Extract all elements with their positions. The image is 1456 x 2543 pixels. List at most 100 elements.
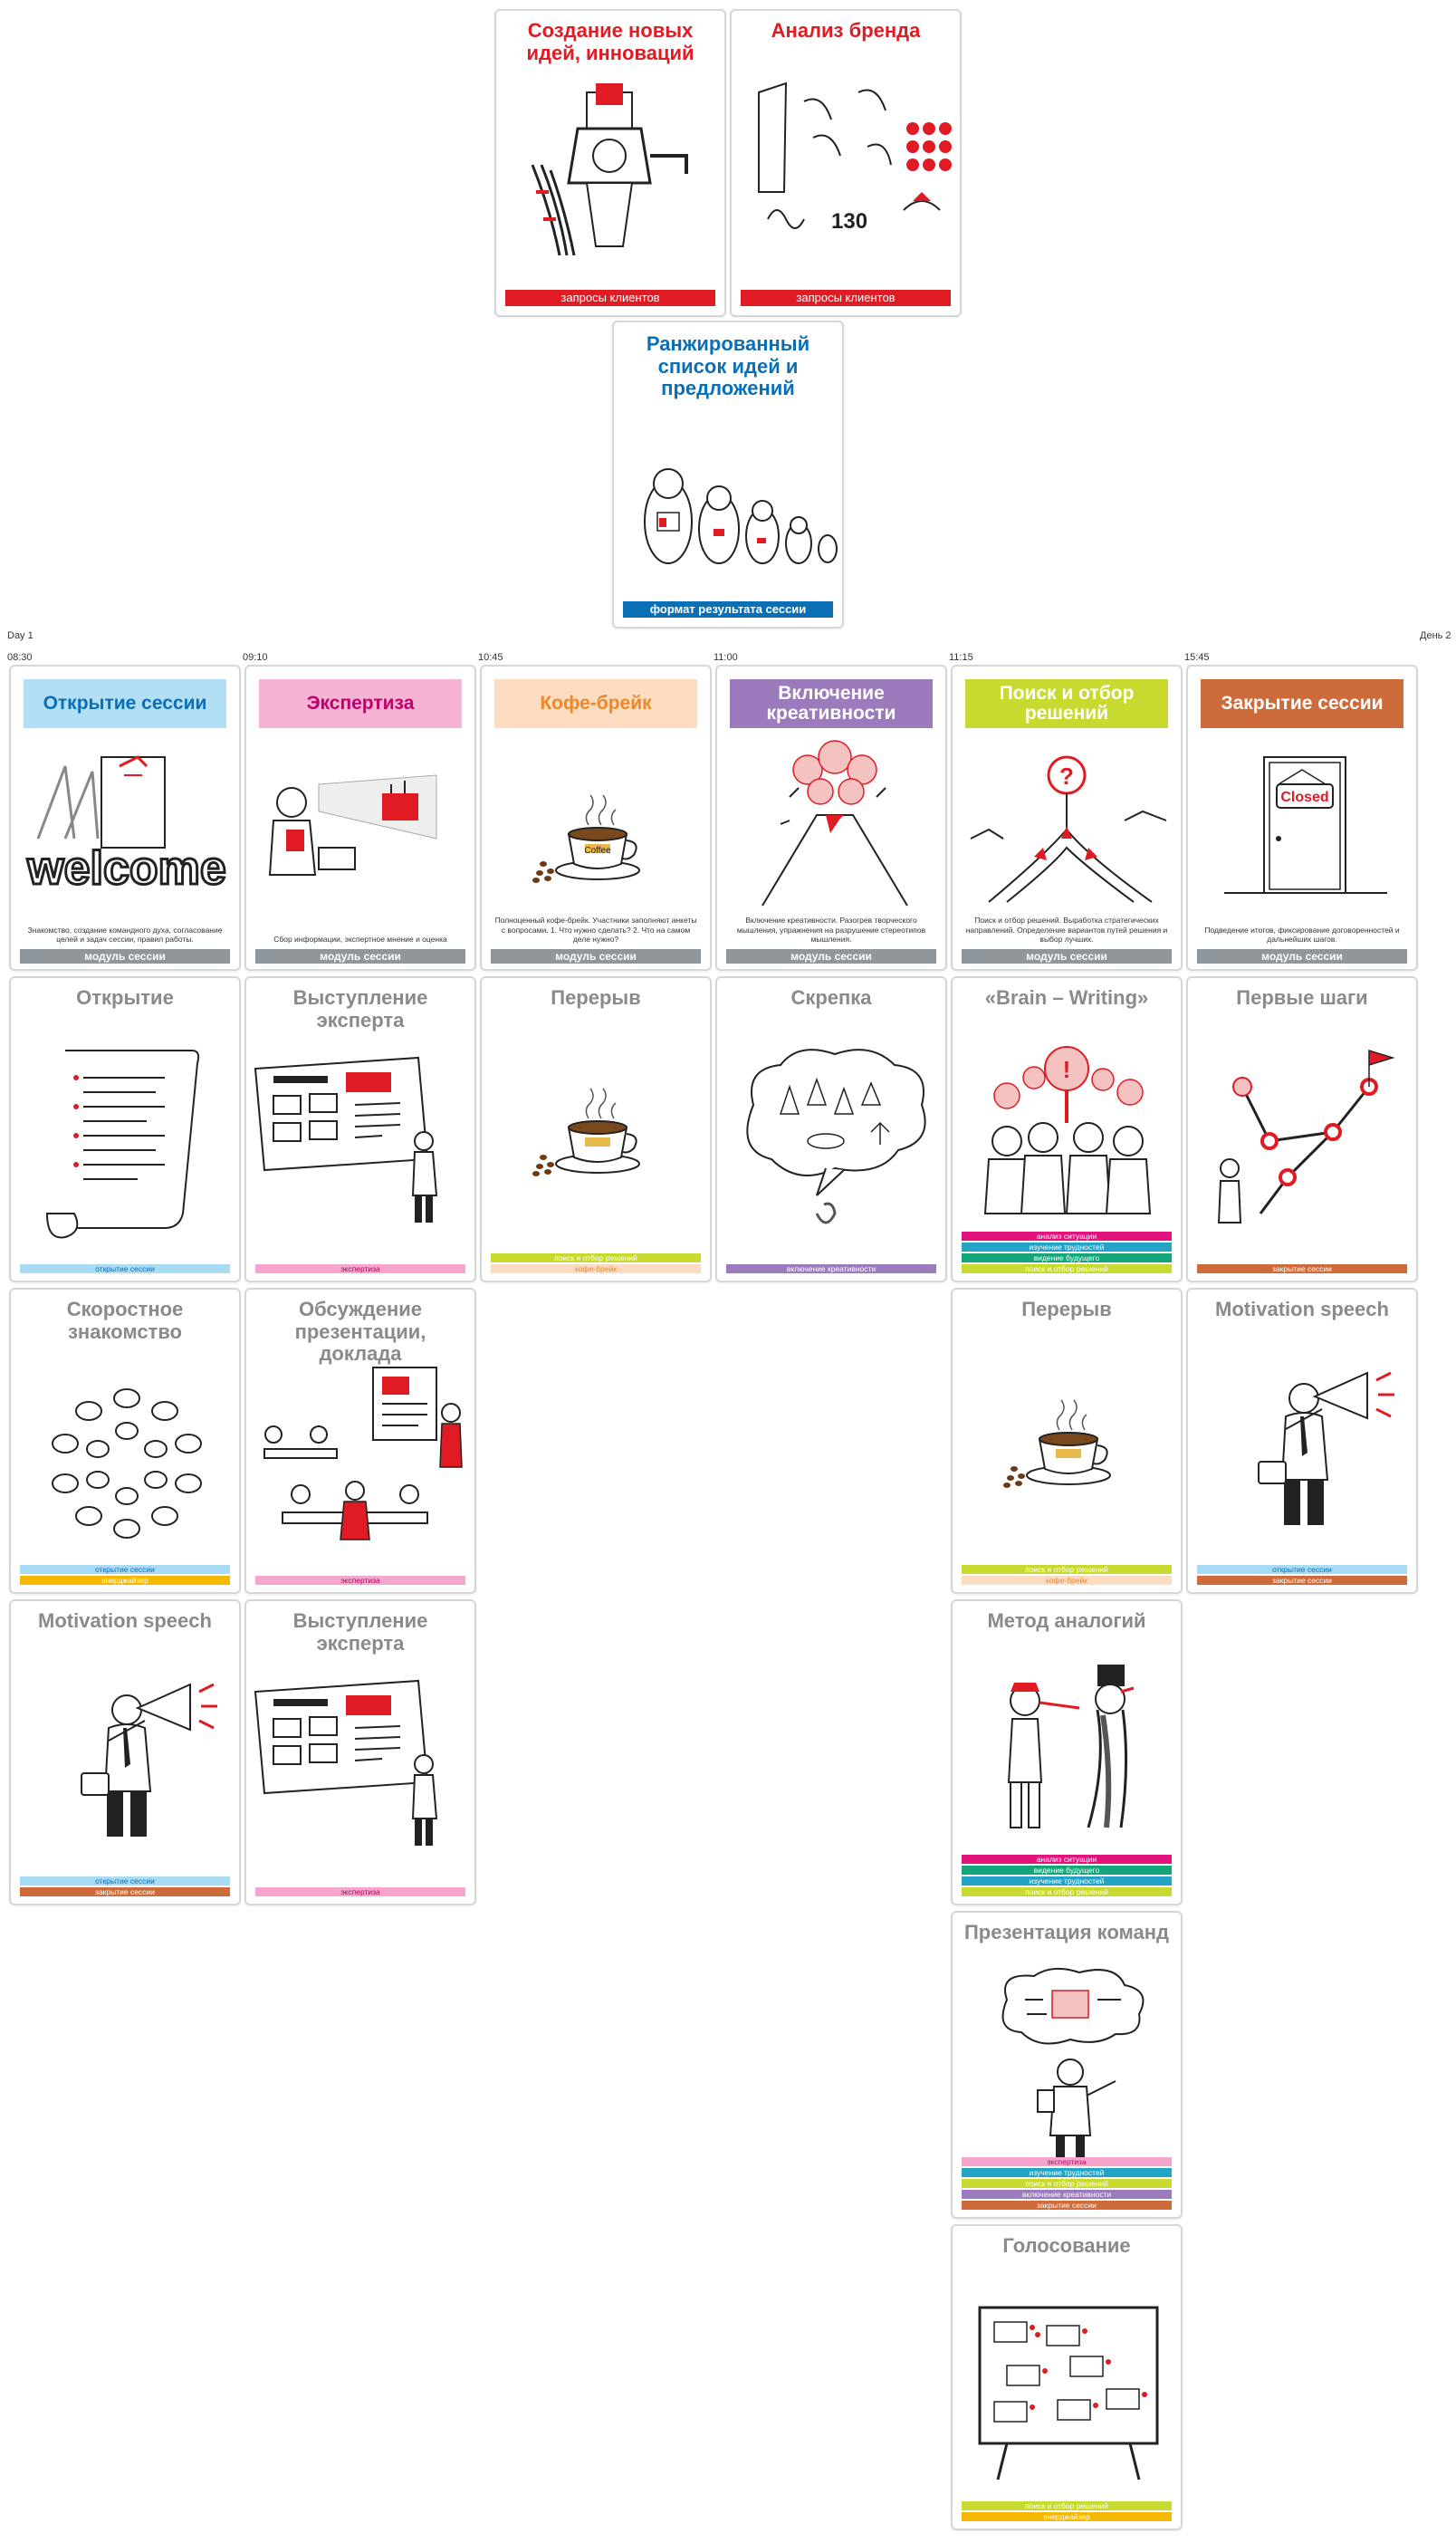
- card-tags: поиск и отбор решений кофе-брейк: [962, 1565, 1172, 1585]
- coffee-label: Coffee: [584, 846, 611, 856]
- card-brand-analysis[interactable]: Анализ бренда 130 запросы клиентов: [730, 9, 962, 317]
- scroll-icon: [11, 1032, 239, 1250]
- module-card-closing[interactable]: Закрытие сессии Closed Подведение итогов…: [1186, 665, 1418, 971]
- card-first-steps[interactable]: Первые шаги закрытие сессии: [1186, 976, 1418, 1282]
- tag-solutions: поиск и отбор решений: [962, 1887, 1172, 1896]
- coffee-cup-icon: [482, 1078, 710, 1204]
- time-label: 11:15: [949, 652, 973, 663]
- card-title: Первые шаги: [1236, 986, 1368, 1009]
- card-title: Выступление эксперта: [292, 986, 428, 1032]
- brand-number: 130: [831, 209, 867, 234]
- card-tags: экспертиза: [255, 1576, 465, 1585]
- analogy-characters-icon: [953, 1655, 1181, 1846]
- voting-board-icon: [953, 2298, 1181, 2489]
- tag-creativity: включение креативности: [962, 2190, 1172, 2199]
- card-title: Обсуждение презентации, доклада: [294, 1298, 426, 1366]
- card-expert-talk-2[interactable]: Выступление эксперта экспертиза: [244, 1599, 476, 1905]
- card-title: Открытие: [76, 986, 174, 1009]
- card-tags: экспертиза изучение трудностей поиск и о…: [962, 2157, 1172, 2210]
- circle-of-people-icon: [11, 1371, 239, 1561]
- closed-door-icon: Closed: [1188, 748, 1416, 911]
- svg-text:?: ?: [1059, 763, 1074, 790]
- tag-expertise: экспертиза: [255, 1887, 465, 1896]
- tag-closing: закрытие сессии: [20, 1887, 230, 1896]
- tag-coffee: кофе-брейк: [962, 1576, 1172, 1585]
- tag-closing: закрытие сессии: [962, 2201, 1172, 2210]
- card-presentation-discussion[interactable]: Обсуждение презентации, доклада эксперти…: [244, 1288, 476, 1594]
- card-title: Перерыв: [551, 986, 641, 1009]
- time-label: 15:45: [1184, 652, 1210, 663]
- tag-opening: открытие сессии: [1197, 1565, 1407, 1574]
- card-break-2[interactable]: Перерыв поиск и отбор решений кофе-брейк: [951, 1288, 1183, 1594]
- card-ranked-ideas[interactable]: Ранжированный список идей и предложений …: [612, 321, 844, 629]
- module-header: Кофе-брейк: [494, 679, 697, 728]
- tag-solutions: поиск и отбор решений: [962, 1264, 1172, 1273]
- tag-coffee: кофе-брейк: [491, 1264, 701, 1273]
- brainstorm-group-icon: !: [953, 1032, 1181, 1223]
- card-tags: анализ ситуации видение будущего изучени…: [962, 1855, 1172, 1896]
- time-label: 09:10: [243, 652, 268, 663]
- module-description: Поиск и отбор решений. Выработка стратег…: [965, 916, 1168, 944]
- coffee-cup-icon: [953, 1389, 1181, 1516]
- card-paperclip[interactable]: Скрепка включение креативности: [715, 976, 947, 1282]
- card-motivation-speech[interactable]: Motivation speech открытие сессии закрыт…: [1186, 1288, 1418, 1594]
- module-bar: модуль сессии: [491, 949, 701, 964]
- card-speed-dating[interactable]: Скоростное знакомство открытие сессии эн…: [9, 1288, 241, 1594]
- tag-future: видение будущего: [962, 1253, 1172, 1262]
- welcome-text: welcome: [26, 842, 226, 895]
- card-tags: открытие сессии: [20, 1264, 230, 1273]
- card-title: Перерыв: [1021, 1298, 1112, 1320]
- card-expert-talk[interactable]: Выступление эксперта экспертиза: [244, 976, 476, 1282]
- card-title: Скрепка: [790, 986, 872, 1009]
- card-break[interactable]: Перерыв поиск и отбор решений кофе-брейк: [480, 976, 712, 1282]
- module-header: Открытие сессии: [24, 679, 226, 728]
- card-tags: открытие сессии энерджайзер: [20, 1565, 230, 1585]
- module-card-expertise[interactable]: Экспертиза Сбор информации, экспертное м…: [244, 665, 476, 971]
- module-bar: модуль сессии: [255, 949, 465, 964]
- tag-expertise: экспертиза: [962, 2157, 1172, 2166]
- day2-label: День 2: [1420, 630, 1451, 641]
- card-tags: анализ ситуации изучение трудностей виде…: [962, 1232, 1172, 1273]
- presentation-board-icon: [246, 1674, 474, 1864]
- card-title: Метод аналогий: [987, 1609, 1146, 1632]
- volcano-icon: [717, 734, 945, 915]
- card-tags: открытие сессии закрытие сессии: [1197, 1565, 1407, 1585]
- card-title: Ранжированный список идей и предложений: [646, 332, 810, 400]
- card-tags: поиск и отбор решений кофе-брейк: [491, 1253, 701, 1273]
- module-card-creativity[interactable]: Включение креативности Включение креатив…: [715, 665, 947, 971]
- tag-opening: открытие сессии: [20, 1565, 230, 1574]
- module-description: Включение креативности. Разогрев творчес…: [736, 916, 926, 944]
- card-tags: закрытие сессии: [1197, 1264, 1407, 1273]
- module-header: Поиск и отбор решений: [965, 679, 1168, 728]
- card-title: Motivation speech: [38, 1609, 212, 1632]
- tag-energizer: энерджайзер: [20, 1576, 230, 1585]
- crossroads-icon: ?: [953, 739, 1181, 911]
- tag-situation: анализ ситуации: [962, 1232, 1172, 1241]
- module-card-opening[interactable]: Открытие сессии welcome Знакомство, созд…: [9, 665, 241, 971]
- card-tags: открытие сессии закрытие сессии: [20, 1876, 230, 1896]
- day1-label: Day 1: [7, 630, 34, 641]
- card-team-presentation[interactable]: Презентация команд экспертиза изучение т…: [951, 1911, 1183, 2219]
- time-label: 08:30: [7, 652, 33, 663]
- tag-energizer: энерджайзер: [962, 2512, 1172, 2521]
- card-motivation-speech-2[interactable]: Motivation speech открытие сессии закрыт…: [9, 1599, 241, 1905]
- card-title: Скоростное знакомство: [66, 1298, 184, 1343]
- module-card-solutions[interactable]: Поиск и отбор решений ? Поиск и отбор ре…: [951, 665, 1183, 971]
- module-bar: модуль сессии: [726, 949, 936, 964]
- card-voting[interactable]: Голосование поиск и отбор решений энердж…: [951, 2224, 1183, 2530]
- card-category-bar: запросы клиентов: [741, 290, 951, 306]
- projector-icon: [246, 748, 474, 911]
- module-card-coffee-break[interactable]: Кофе-брейк Coffee Полноценный кофе-брейк…: [480, 665, 712, 971]
- tag-expertise: экспертиза: [255, 1264, 465, 1273]
- meeting-table-icon: [246, 1358, 474, 1558]
- card-title: Создание новых идей, инноваций: [526, 19, 694, 64]
- card-ideas[interactable]: Создание новых идей, инноваций запросы к…: [494, 9, 726, 317]
- matryoshka-icon: [614, 422, 842, 585]
- module-header: Экспертиза: [259, 679, 462, 728]
- thought-cloud-icon: [717, 1032, 945, 1250]
- card-opening[interactable]: Открытие открытие сессии: [9, 976, 241, 1282]
- card-brain-writing[interactable]: «Brain – Writing» ! анализ ситуации изуч…: [951, 976, 1183, 1282]
- tag-opening: открытие сессии: [20, 1264, 230, 1273]
- presentation-board-icon: [246, 1051, 474, 1241]
- card-analogy-method[interactable]: Метод аналогий анализ ситуации видение б…: [951, 1599, 1183, 1905]
